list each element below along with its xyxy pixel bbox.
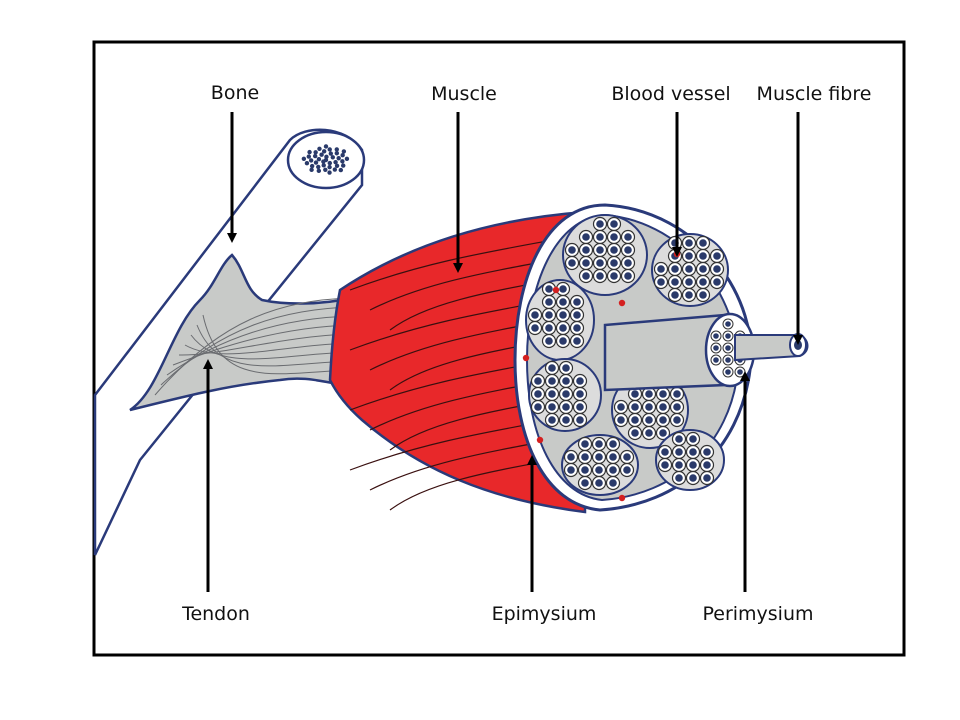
label-muscle-fibre: Muscle fibre — [757, 83, 872, 105]
extracted-fascicle — [603, 312, 809, 392]
label-muscle: Muscle — [431, 83, 497, 105]
bone-marrow — [301, 144, 350, 175]
label-epimysium: Epimysium — [492, 603, 597, 625]
label-perimysium: Perimysium — [702, 603, 813, 625]
label-bone: Bone — [211, 82, 259, 104]
diagram-frame — [92, 40, 906, 657]
label-blood-vessel: Blood vessel — [611, 83, 730, 105]
label-tendon: Tendon — [181, 603, 250, 625]
tendon-illustration — [129, 253, 354, 412]
